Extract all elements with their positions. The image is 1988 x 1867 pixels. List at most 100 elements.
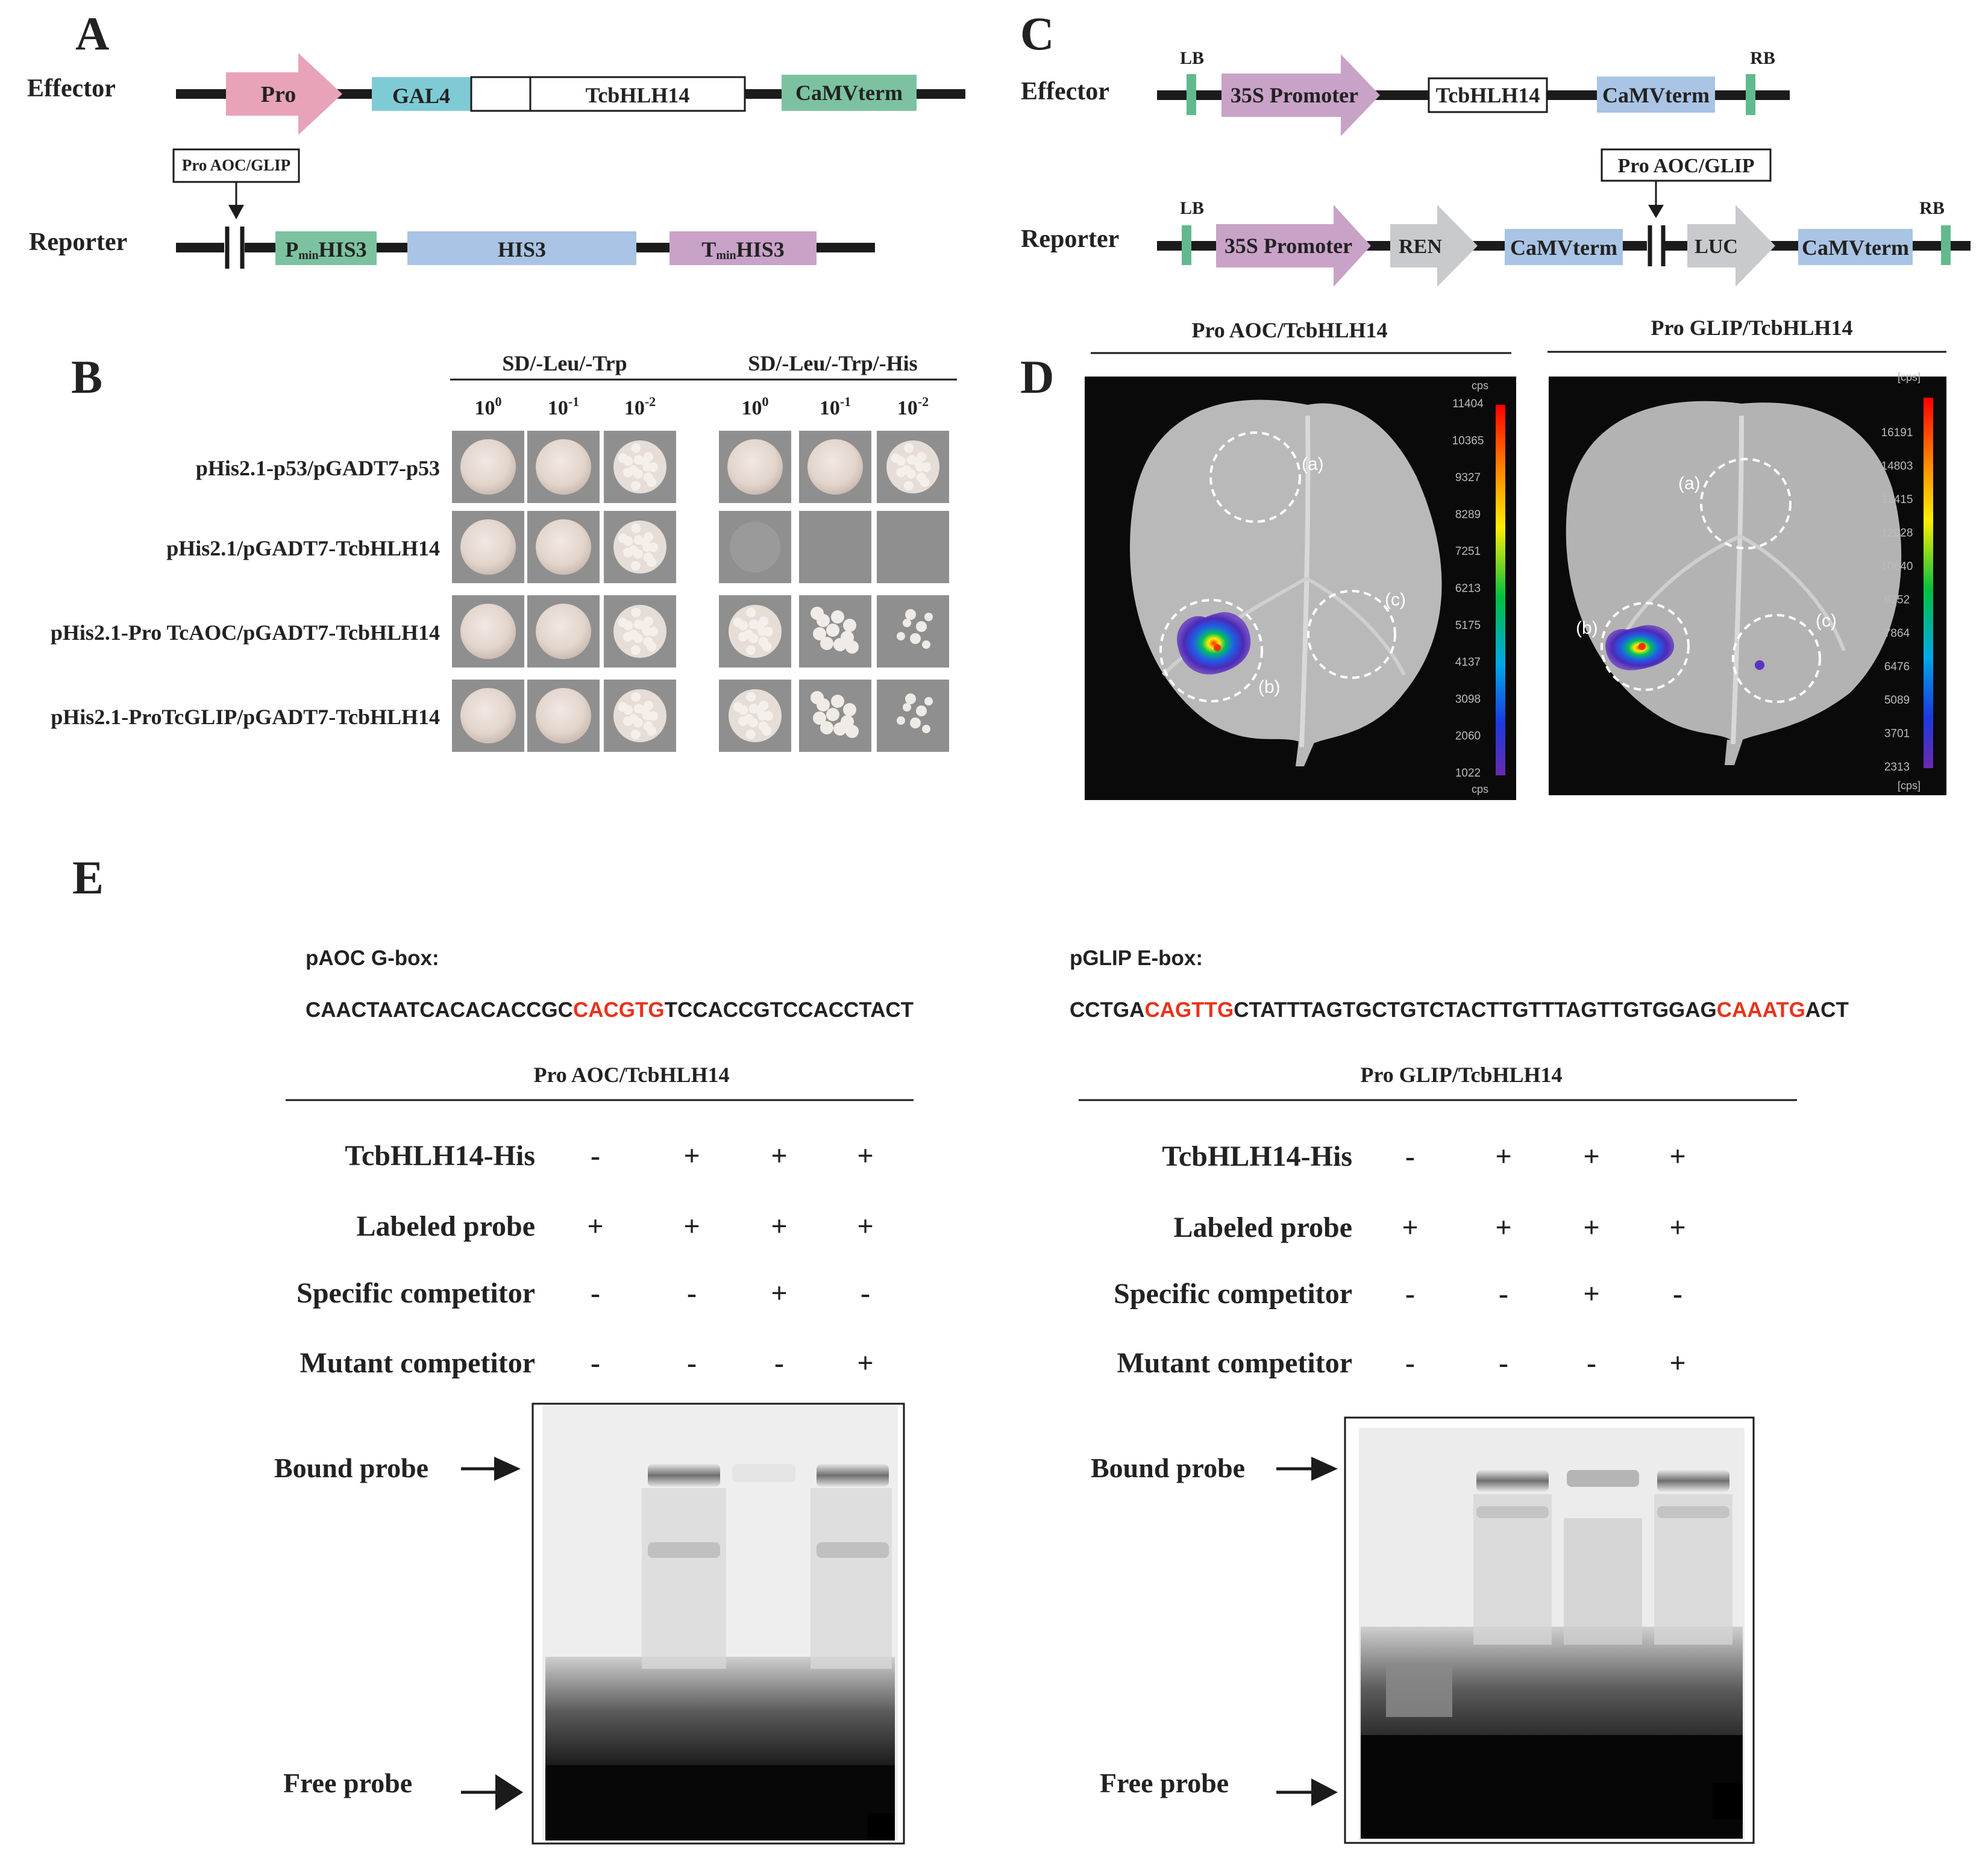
colony-texture	[738, 716, 748, 727]
dilution-base: 10	[820, 397, 840, 419]
dilution-label-5: 10-1	[820, 394, 851, 419]
scale-tick-label: 1022	[1455, 767, 1481, 780]
right-sign: +	[1583, 1140, 1599, 1172]
tmin-his3-box	[669, 231, 817, 265]
c-promoter2-label: 35S Promoter	[1224, 234, 1352, 258]
strain-label-1: pHis2.1-p53/pGADT7-p53	[196, 456, 440, 480]
tmin-sub: min	[716, 249, 736, 262]
c-tcbhlh14-label: TcbHLH14	[1436, 83, 1540, 107]
scale-tick-label: 4137	[1455, 656, 1481, 669]
c-lb2-label: LB	[1180, 198, 1204, 218]
tmin-t: T	[701, 237, 716, 261]
c-camv3-box	[1798, 229, 1913, 265]
colony-texture	[748, 718, 759, 728]
colony-texture	[891, 453, 901, 463]
left-sign: -	[591, 1140, 600, 1172]
left-sign: -	[861, 1277, 870, 1309]
colony-texture	[647, 726, 657, 736]
scale-tick-label: 9327	[1455, 472, 1481, 484]
colony-spot	[536, 439, 591, 495]
left-condition-label-4: Mutant competitor	[299, 1347, 535, 1379]
right-condition-label-1: TcbHLH14-His	[1162, 1140, 1352, 1172]
strain-label-3: pHis2.1-Pro TcAOC/pGADT7-TcbHLH14	[51, 621, 440, 645]
colony-texture	[618, 533, 628, 543]
left-sign: +	[683, 1140, 700, 1172]
scale-tick-label: 3098	[1455, 693, 1481, 705]
colony-texture	[647, 557, 657, 568]
colony-texture	[644, 701, 654, 711]
leaf-right-stem	[1725, 740, 1743, 765]
dilution-exponent: -2	[918, 394, 929, 409]
scale-tick-label: 7864	[1884, 627, 1910, 640]
left-sign: +	[683, 1210, 700, 1242]
colony-spot	[897, 716, 905, 725]
right-sign: -	[1499, 1278, 1508, 1310]
leaf-left-midrib	[1299, 415, 1311, 748]
scale-tick-label: 6213	[1455, 583, 1481, 595]
colony-texture	[759, 616, 769, 627]
c-rb-box	[1746, 74, 1755, 115]
colony-spot	[924, 613, 933, 621]
c-insert-label: Pro AOC/GLIP	[1618, 155, 1755, 177]
e-right-free-label: Free probe	[1100, 1768, 1229, 1798]
colony-spot	[811, 691, 824, 704]
colony-spot	[897, 632, 905, 640]
dilution-base: 10	[742, 397, 762, 419]
dilution-base: 10	[624, 397, 645, 419]
colony-texture	[644, 452, 654, 462]
right-sign: -	[1673, 1278, 1682, 1310]
c-luc-arrow	[1687, 205, 1775, 287]
scale-bar-left	[1496, 405, 1505, 775]
plate-cell	[877, 511, 949, 583]
scale-tick-label: 7251	[1455, 545, 1481, 558]
seq-right-1: CCTGA	[1070, 998, 1144, 1022]
colony-texture	[631, 607, 641, 618]
tcbhlh14-label: TcbHLH14	[586, 83, 690, 107]
circle-right-b	[1601, 602, 1690, 691]
gel-right-lane1-smear	[1386, 1663, 1452, 1717]
emsa-right-conditions: TcbHLH14-His-+++Labeled probe++++Specifi…	[1114, 1140, 1686, 1379]
scale-tick-label: 2313	[1884, 761, 1910, 774]
seq-right-ebox2: CAAATG	[1717, 998, 1805, 1022]
colony-texture	[763, 627, 773, 637]
colony-spot	[831, 610, 844, 624]
linker-box	[470, 76, 531, 112]
colony-texture	[630, 481, 641, 491]
scale-right-ticks: 1619114803134151202810640925278646476508…	[1881, 427, 1913, 774]
colony-texture	[618, 702, 628, 712]
plate-cell	[877, 680, 949, 752]
right-sign: +	[1402, 1212, 1418, 1243]
tcbhlh14-box	[529, 76, 746, 112]
e-right-bound-arrow-head	[1311, 1457, 1338, 1481]
dilution-exponent: -1	[568, 394, 579, 409]
e-left-box-label: pAOC G-box:	[306, 946, 439, 970]
e-left-bound-arrow-head	[494, 1457, 521, 1481]
colony-spot	[833, 638, 847, 651]
left-sign: +	[857, 1140, 873, 1172]
c-camv3-label: CaMVterm	[1802, 236, 1909, 260]
colony-texture	[895, 468, 906, 478]
panel-a-letter: A	[75, 7, 109, 60]
scale-bar-right	[1924, 398, 1933, 768]
e-right-title: Pro GLIP/TcbHLH14	[1360, 1063, 1562, 1087]
seq-left-1: CAACTAATCACACACCGC	[306, 998, 573, 1022]
dilution-base: 10	[548, 397, 568, 419]
scale-right-unit: [cps]	[1898, 371, 1921, 383]
panel-d-letter: D	[1020, 351, 1054, 403]
c-lb2-box	[1182, 225, 1191, 265]
dilution-exponent: 0	[495, 394, 502, 409]
c-camv-box	[1597, 77, 1715, 113]
right-sign: -	[1499, 1347, 1508, 1379]
insert-label: Pro AOC/GLIP	[182, 156, 290, 174]
dilution-exponent: -2	[645, 394, 656, 409]
colony-texture	[762, 726, 772, 736]
left-sign: +	[587, 1210, 603, 1242]
right-sign: -	[1405, 1278, 1415, 1310]
colony-texture	[738, 632, 748, 642]
e-left-sequence: CAACTAATCACACACCGCCACGTGTCCACCGTCCACCTAC…	[306, 998, 914, 1022]
colony-texture	[917, 452, 927, 462]
e-left-title: Pro AOC/TcbHLH14	[533, 1063, 729, 1087]
panel-d: D Pro AOC/TcbHLH14 Pro GLIP/TcbHLH14 (a)…	[1020, 316, 1946, 800]
c-camv2-label: CaMVterm	[1510, 236, 1617, 260]
